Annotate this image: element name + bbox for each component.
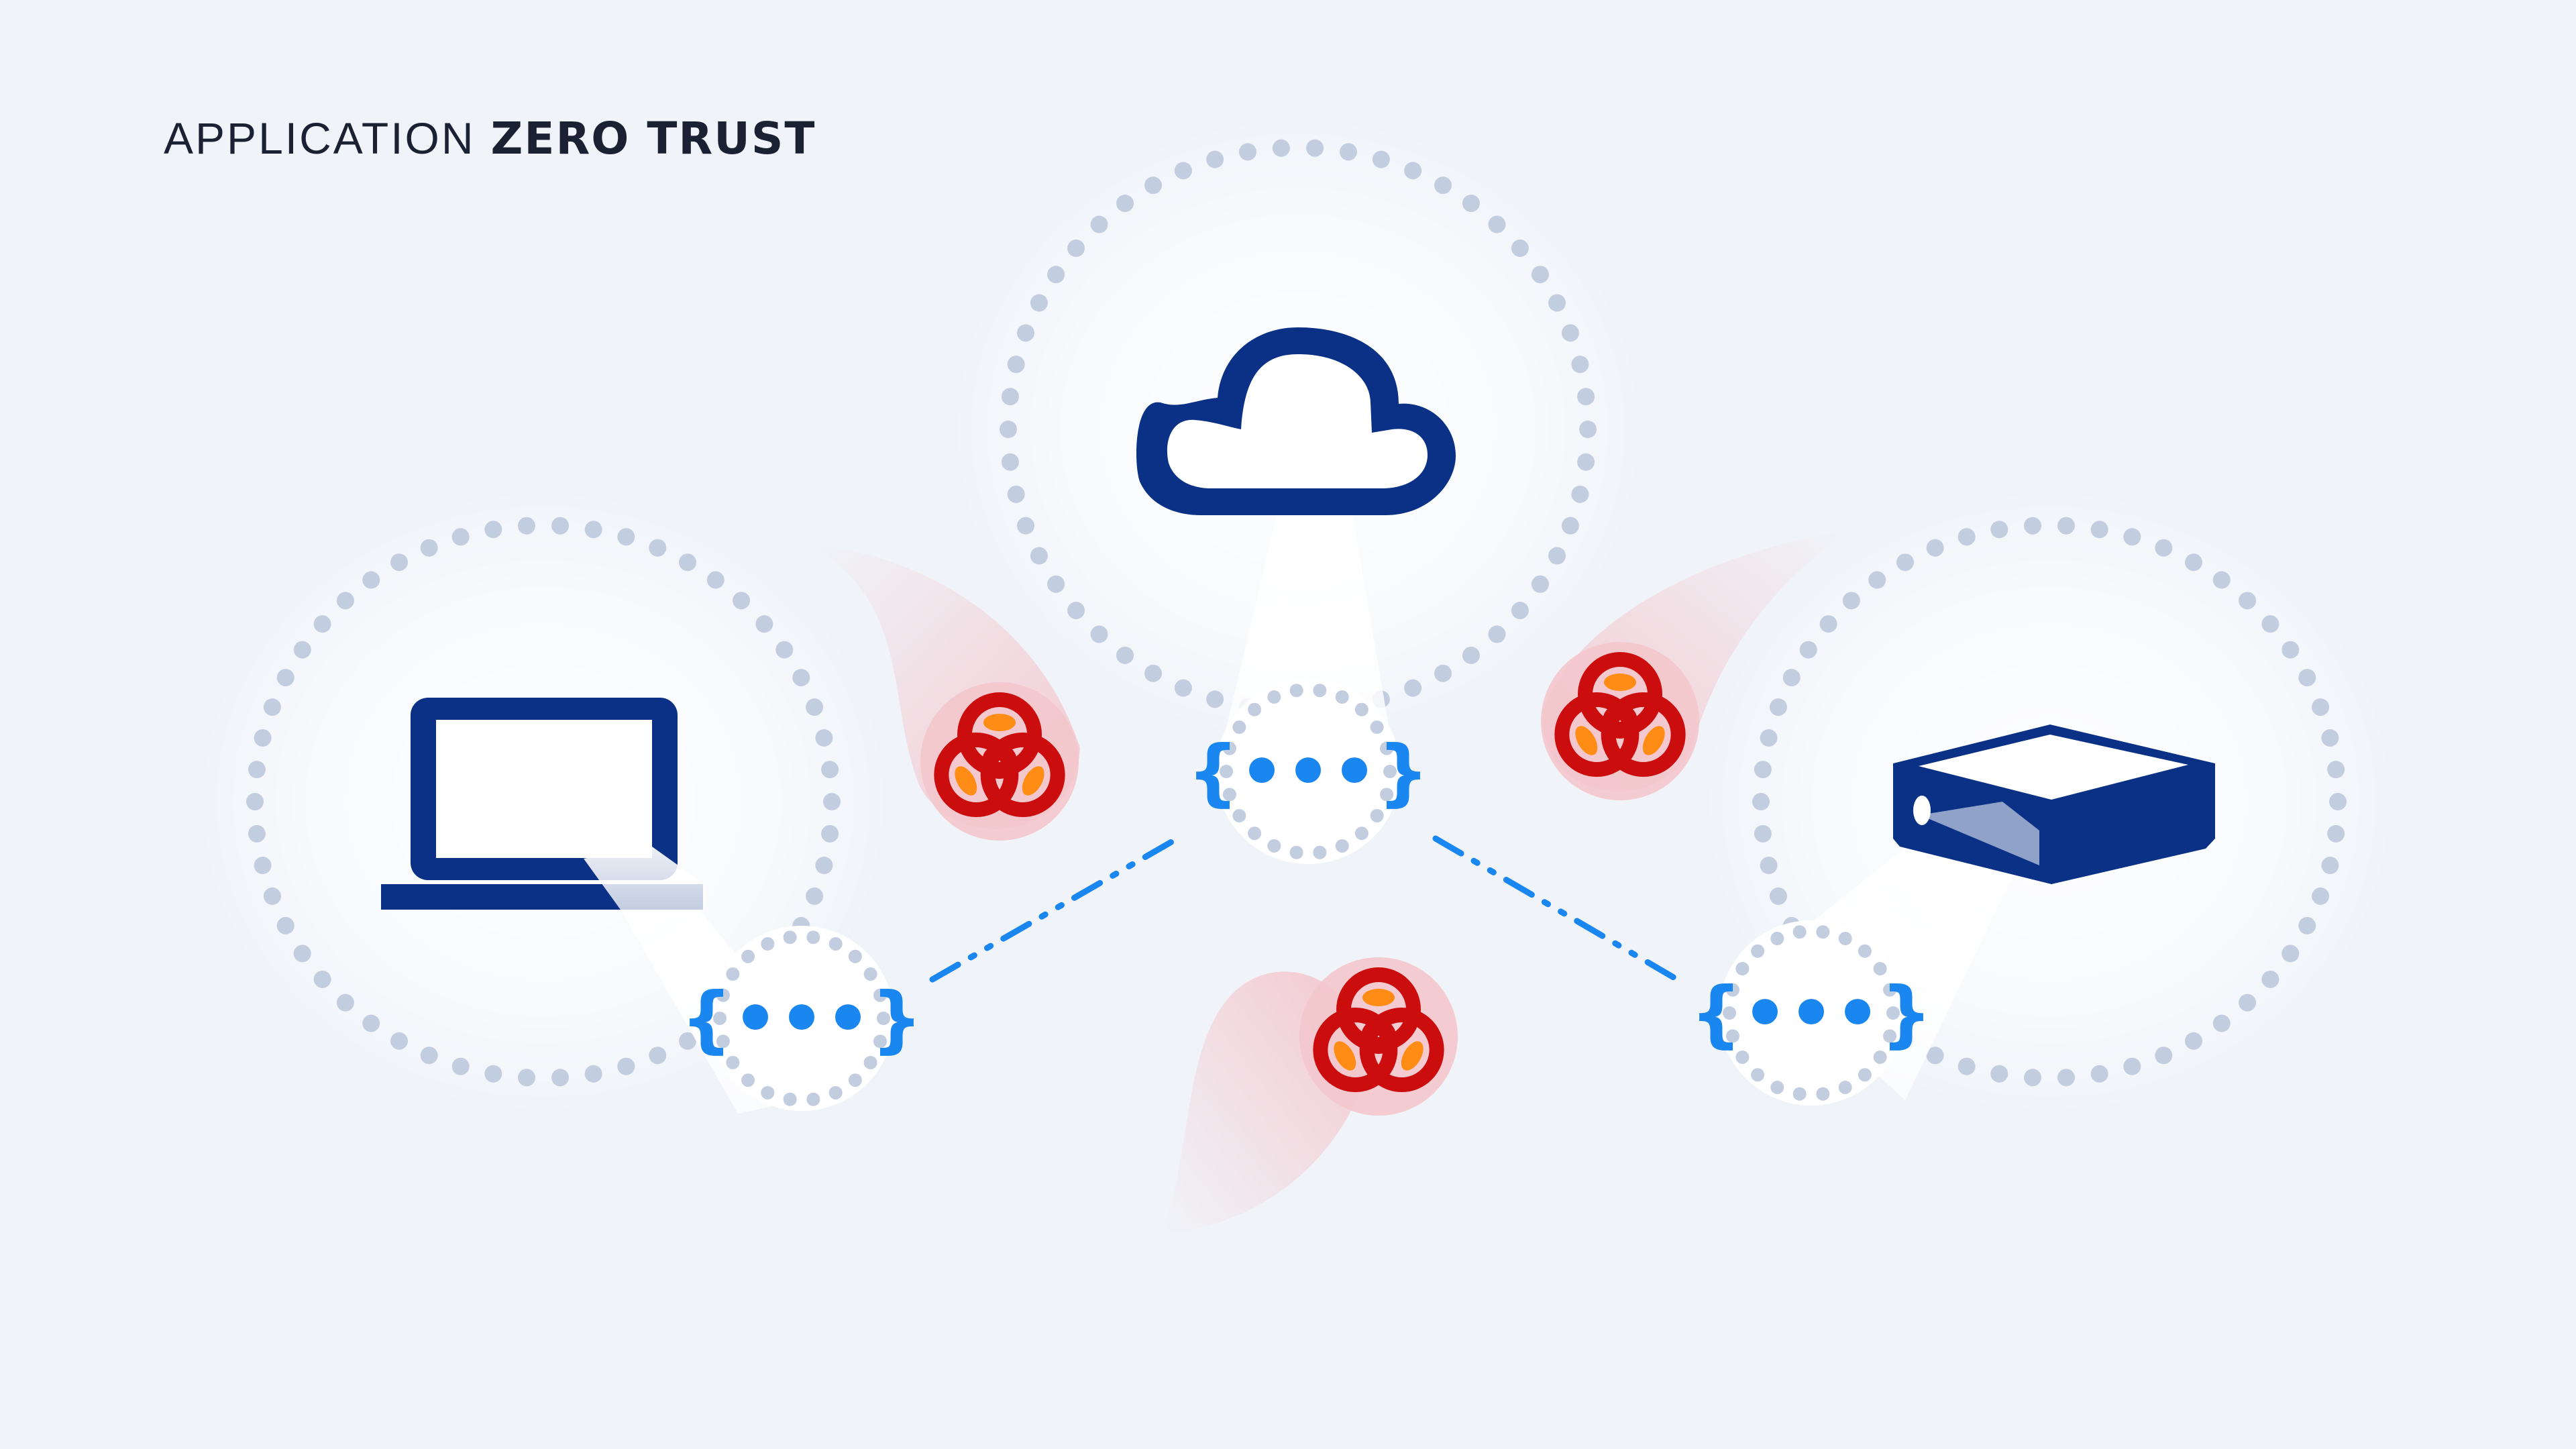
page-title-light: APPLICATION [164, 113, 476, 163]
link-cloud-server [1432, 835, 1680, 983]
cloud-icon [1136, 327, 1456, 515]
api-node-laptop: {•••} [681, 926, 923, 1111]
biohazard-icon [1313, 967, 1444, 1092]
biohazard-icon [1554, 652, 1686, 777]
page-title: APPLICATION ZERO TRUST [164, 113, 816, 164]
threat-layer [920, 642, 1699, 1116]
threat-biohazard-3 [1299, 957, 1458, 1116]
threat-biohazard-1 [920, 682, 1079, 841]
api-braces-icon: {•••} [681, 977, 923, 1061]
connection-links [929, 835, 1680, 983]
link-laptop-cloud [929, 835, 1181, 983]
api-node-layer: {•••} {•••} {•••} [681, 679, 1933, 1111]
laptop-icon [381, 698, 704, 910]
api-node-ring [713, 930, 890, 1106]
api-node-server: {•••} [1690, 920, 1933, 1106]
api-node-ring [1220, 684, 1397, 859]
api-braces-icon: {•••} [1690, 972, 1933, 1056]
threat-biohazard-2 [1541, 642, 1699, 800]
server-icon [1893, 724, 2215, 884]
page-title-bold: ZERO TRUST [490, 113, 816, 164]
api-node-ring [1723, 925, 1900, 1101]
api-braces-icon: {•••} [1187, 731, 1430, 814]
biohazard-icon [934, 692, 1065, 817]
api-node-cloud: {•••} [1187, 679, 1430, 864]
